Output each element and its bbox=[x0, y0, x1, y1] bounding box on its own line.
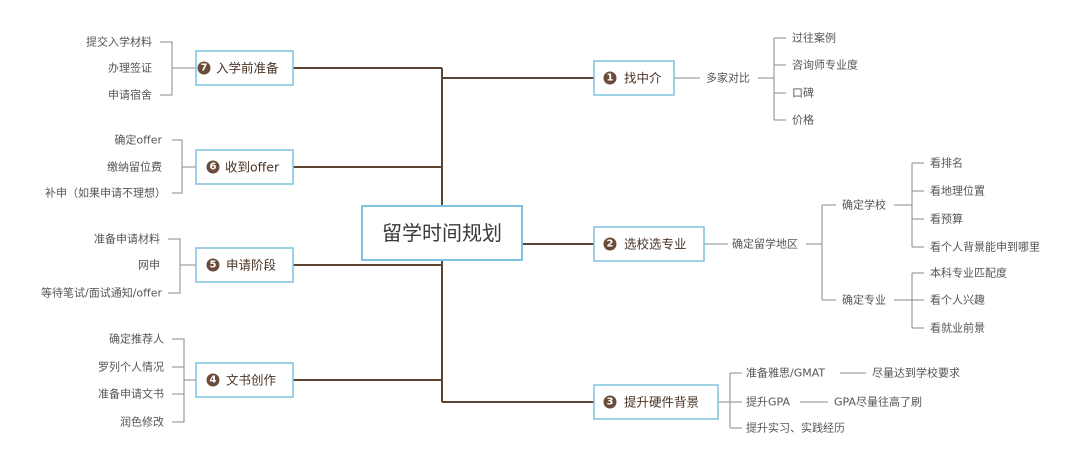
bracket-t6 bbox=[172, 139, 196, 194]
connector-t1-leaves bbox=[758, 37, 786, 121]
mid-label-t2: 确定留学地区 bbox=[732, 237, 798, 251]
leaf-label: 看地理位置 bbox=[930, 184, 985, 198]
topic-label-t3: 提升硬件背景 bbox=[624, 395, 699, 410]
connector-t2-sub2-leaves bbox=[894, 272, 924, 329]
leaf-label: 提升GPA bbox=[746, 396, 790, 409]
number-circle-t7 bbox=[197, 61, 211, 75]
number-label-t4: 4 bbox=[210, 375, 217, 386]
sub-label-t2-school: 确定学校 bbox=[842, 198, 886, 212]
number-label-t5: 5 bbox=[210, 260, 217, 271]
leaf-label: 口碑 bbox=[792, 87, 814, 100]
leaf-label: 网申 bbox=[138, 259, 160, 272]
topic-node-t1[interactable]: 1 找中介 bbox=[593, 60, 675, 96]
number-circle-t1 bbox=[603, 71, 617, 85]
topic-label-t4: 文书创作 bbox=[226, 373, 277, 388]
leaf-label: 缴纳留位费 bbox=[107, 160, 162, 174]
detail-label: 尽量达到学校要求 bbox=[872, 366, 960, 380]
number-circle-t4 bbox=[206, 373, 220, 387]
leaf-label: 确定推荐人 bbox=[109, 332, 164, 346]
leaf-label: 申请宿舍 bbox=[108, 88, 152, 102]
number-circle-t6 bbox=[206, 160, 220, 174]
topic-node-t5[interactable]: 5 申请阶段 bbox=[195, 247, 294, 283]
leaf-label: 准备雅思/GMAT bbox=[746, 366, 825, 380]
topic-node-t7[interactable]: 7 入学前准备 bbox=[195, 50, 294, 86]
number-label-t3: 3 bbox=[607, 397, 614, 408]
leaf-label: 价格 bbox=[792, 113, 814, 127]
leaf-label: 提交入学材料 bbox=[86, 35, 152, 49]
number-label-t1: 1 bbox=[607, 73, 614, 84]
topic-box-t1 bbox=[593, 60, 675, 96]
center-node-box bbox=[361, 205, 523, 261]
center-node[interactable]: 留学时间规划 bbox=[361, 205, 523, 261]
number-label-t7: 7 bbox=[201, 63, 208, 74]
bracket-t5 bbox=[168, 238, 196, 294]
topic-label-t6: 收到offer bbox=[225, 160, 280, 175]
leaf-label: 本科专业匹配度 bbox=[930, 266, 1007, 280]
leaf-label: 过往案例 bbox=[792, 31, 836, 45]
mid-label-t1: 多家对比 bbox=[706, 71, 750, 85]
number-circle-t5 bbox=[206, 258, 220, 272]
topic-label-t7: 入学前准备 bbox=[216, 61, 279, 76]
leaf-label: 确定offer bbox=[114, 133, 162, 147]
leaf-label: 提升实习、实践经历 bbox=[746, 421, 845, 435]
leaf-label: 罗列个人情况 bbox=[98, 360, 164, 374]
leaf-label: 等待笔试/面试通知/offer bbox=[41, 286, 162, 300]
detail-label: GPA尽量往高了刷 bbox=[834, 395, 922, 409]
leaf-label: 准备申请材料 bbox=[94, 232, 160, 246]
leaves-t4: 确定推荐人 罗列个人情况 准备申请文书 润色修改 bbox=[98, 332, 164, 429]
topic-label-t1: 找中介 bbox=[624, 71, 662, 86]
topic-label-t5: 申请阶段 bbox=[226, 258, 276, 273]
leaves-t7: 提交入学材料 办理签证 申请宿舍 bbox=[86, 35, 152, 102]
leaf-label: 补申（如果申请不理想） bbox=[45, 186, 166, 200]
number-circle-t3 bbox=[603, 395, 617, 409]
leaves-t3: 准备雅思/GMAT 尽量达到学校要求 提升GPA GPA尽量往高了刷 提升实习、… bbox=[746, 366, 960, 435]
leaf-label: 办理签证 bbox=[108, 61, 152, 75]
number-label-t6: 6 bbox=[210, 162, 217, 173]
center-node-label: 留学时间规划 bbox=[382, 221, 502, 245]
leaf-label: 看就业前景 bbox=[930, 321, 985, 335]
leaf-label: 看排名 bbox=[930, 156, 963, 170]
sub-label-t2-major: 确定专业 bbox=[842, 293, 886, 307]
leaves-t5: 准备申请材料 网申 等待笔试/面试通知/offer bbox=[41, 232, 162, 300]
bracket-t7 bbox=[160, 41, 196, 96]
leaves-t1: 多家对比 过往案例 咨询师专业度 口碑 价格 bbox=[706, 31, 858, 127]
leaf-label: 看个人兴趣 bbox=[930, 293, 985, 307]
topic-node-t4[interactable]: 4 文书创作 bbox=[195, 362, 294, 398]
leaf-label: 看个人背景能申到哪里 bbox=[930, 240, 1040, 254]
leaf-label: 咨询师专业度 bbox=[792, 58, 858, 72]
leaf-label: 准备申请文书 bbox=[98, 387, 164, 401]
connector-t2-subs bbox=[806, 204, 836, 301]
topic-box-t7 bbox=[195, 50, 294, 86]
topic-node-t3[interactable]: 3 提升硬件背景 bbox=[593, 384, 719, 420]
leaves-t2: 确定留学地区 确定学校 确定专业 看排名 看地理位置 看预算 看个人背景能申到哪… bbox=[732, 156, 1040, 335]
connector-t3-leaves bbox=[718, 372, 742, 429]
bracket-t4 bbox=[172, 338, 196, 423]
leaf-lines bbox=[160, 37, 924, 429]
number-circle-t2 bbox=[603, 237, 617, 251]
leaf-label: 润色修改 bbox=[120, 415, 164, 429]
topic-node-t6[interactable]: 6 收到offer bbox=[195, 149, 294, 185]
leaves-t6: 确定offer 缴纳留位费 补申（如果申请不理想） bbox=[45, 133, 166, 200]
number-label-t2: 2 bbox=[607, 239, 614, 250]
main-branches bbox=[293, 67, 594, 403]
topic-node-t2[interactable]: 2 选校选专业 bbox=[593, 226, 705, 262]
connector-t2-sub1-leaves bbox=[894, 162, 924, 248]
topic-label-t2: 选校选专业 bbox=[624, 237, 687, 252]
leaf-label: 看预算 bbox=[930, 212, 963, 226]
